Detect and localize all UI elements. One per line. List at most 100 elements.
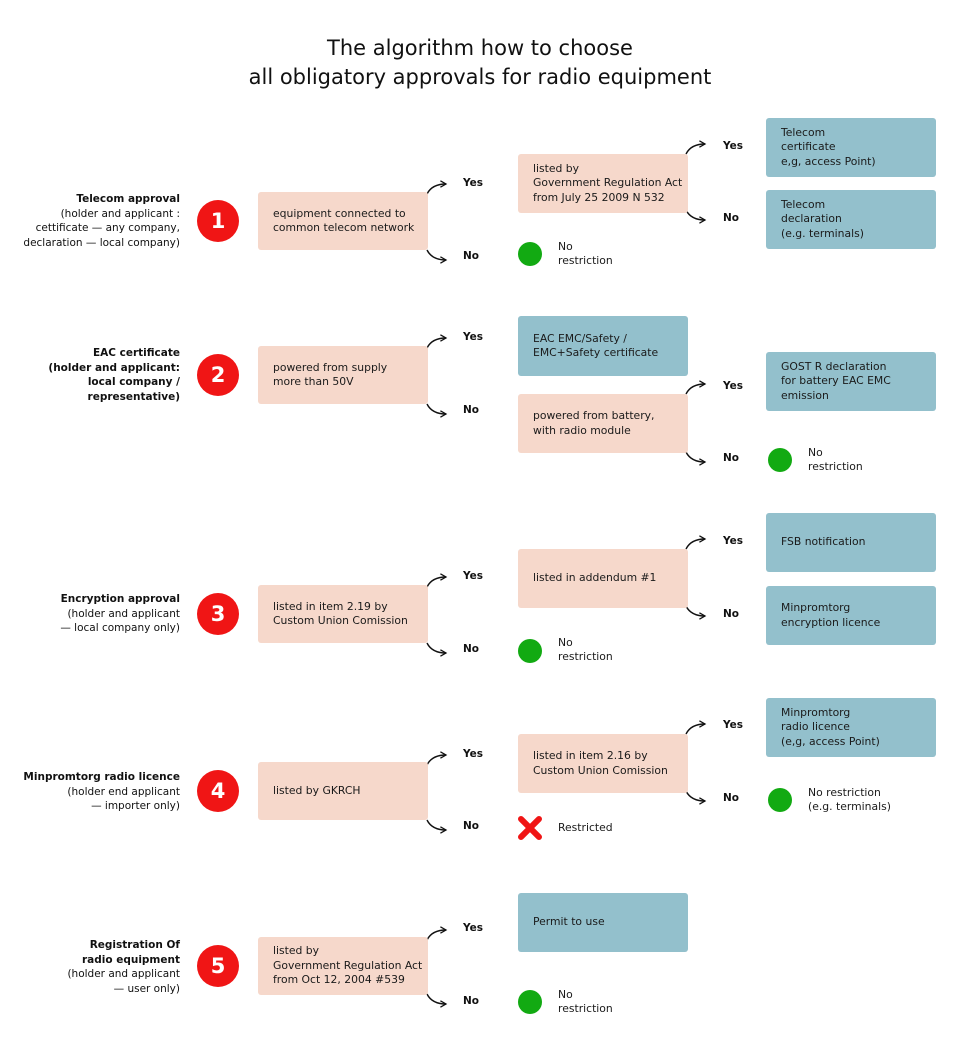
condition-text-line: equipment connected to (273, 206, 406, 220)
section-2-yes-label: Yes (463, 331, 484, 343)
condition-text-line: listed by (273, 944, 320, 958)
section-4-yes-label: Yes (463, 748, 484, 760)
section-2-gost-declaration-box: GOST R declaration for battery EAC EMC e… (766, 352, 936, 411)
section-2-no-label: No (463, 404, 480, 416)
arrow-s5-no (426, 993, 448, 1008)
section-4-yes-yes-label: Yes (723, 719, 744, 731)
condition-text-line: Custom Union Comission (533, 763, 668, 777)
condition-text-line: powered from battery, (533, 409, 655, 422)
arrow-s1-no (426, 249, 448, 264)
section-1-yes-condition-box: listed by Government Regulation Act from… (518, 154, 688, 213)
section-3-title: Encryption approval (60, 593, 180, 605)
arrow-s1-yes-yes (685, 140, 707, 155)
section-5-no-label: No (463, 995, 480, 1007)
no-restriction-dot (768, 788, 792, 812)
section-4-title: Minpromtorg radio licence (23, 771, 180, 783)
result-text-line: EAC EMC/Safety / (533, 331, 627, 345)
section-2-label: EAC certificate (holder and applicant: l… (2, 346, 180, 404)
section-4-no-restriction-text: No restriction (e.g. terminals) (808, 786, 891, 814)
section-2-subtitle-line: local company / (87, 376, 180, 388)
section-2-no-restriction-text: No restriction (808, 446, 863, 474)
result-text-line: e,g, access Point) (781, 154, 876, 168)
condition-text-line: powered from supply (273, 360, 388, 374)
diagram-title-line-1: The algorithm how to choose (327, 36, 633, 60)
arrow-s2-no-no (685, 451, 707, 466)
step-number-5: 5 (197, 945, 239, 987)
section-3-encryption-licence-box: Minpromtorg encryption licence (766, 586, 936, 645)
section-1-condition-box: equipment connected to common telecom ne… (258, 192, 428, 250)
section-3-yes-label: Yes (463, 570, 484, 582)
condition-text-line: listed in item 2.16 by (533, 749, 648, 762)
section-3-condition-box: listed in item 2.19 by Custom Union Comi… (258, 585, 428, 643)
step-number-2: 2 (197, 354, 239, 396)
arrow-s3-yes (426, 573, 448, 588)
section-5-subtitle-line: (holder and applicant (67, 968, 180, 980)
outcome-text-line: No (558, 988, 573, 1001)
section-4-no-label: No (463, 820, 480, 832)
diagram-title-line-2: all obligatory approvals for radio equip… (248, 65, 712, 89)
result-text-line: Minpromtorg (781, 705, 851, 719)
result-text-line: Telecom (781, 125, 826, 139)
arrow-s2-no-yes (685, 380, 707, 395)
section-3-label: Encryption approval (holder and applican… (2, 592, 180, 636)
section-2-condition-box: powered from supply more than 50V (258, 346, 428, 404)
step-number-3: 3 (197, 593, 239, 635)
result-text-line: EMC+Safety certificate (533, 346, 659, 359)
section-1-no-label: No (463, 250, 480, 262)
section-1-yes-no-label: No (723, 212, 740, 224)
result-text-line: Minpromtorg (781, 601, 851, 614)
section-4-radio-licence-box: Minpromtorg radio licence (e,g, access P… (766, 698, 936, 757)
result-text-line: GOST R declaration (781, 359, 887, 373)
section-4-yes-no-label: No (723, 792, 740, 804)
section-5-permit-to-use-box: Permit to use (518, 893, 688, 952)
arrow-s2-yes (426, 334, 448, 349)
condition-text-line: Government Regulation Act (533, 176, 683, 190)
condition-text-line: listed by GKRCH (273, 783, 361, 797)
condition-text-line: from July 25 2009 N 532 (533, 190, 665, 204)
section-3-yes-yes-label: Yes (723, 535, 744, 547)
outcome-text-line: No (558, 636, 573, 649)
section-3-subtitle-line: (holder and applicant (67, 607, 180, 620)
section-5-condition-box: listed by Government Regulation Act from… (258, 937, 428, 995)
arrow-s4-yes-yes (685, 720, 707, 735)
section-4-subtitle-line: (holder end applicant (67, 785, 180, 798)
section-3-no-label: No (463, 643, 480, 655)
arrow-s1-yes (426, 180, 448, 195)
result-text-line: for battery EAC EMC (781, 374, 891, 388)
arrow-s3-yes-yes (685, 535, 707, 550)
section-4-yes-condition-box: listed in item 2.16 by Custom Union Comi… (518, 734, 688, 793)
result-text-line: Permit to use (533, 915, 605, 929)
section-2-subtitle-line: (holder and applicant: (48, 361, 180, 374)
step-number-4: 4 (197, 770, 239, 812)
outcome-text-line: (e.g. terminals) (808, 800, 891, 813)
outcome-text-line: restriction (558, 254, 613, 267)
no-restriction-dot (518, 242, 542, 266)
section-3-fsb-notification-box: FSB notification (766, 513, 936, 572)
outcome-text-line: restriction (558, 1002, 613, 1015)
section-1-no-restriction-text: No restriction (558, 240, 613, 268)
condition-text-line: with radio module (533, 423, 631, 437)
result-text-line: encryption licence (781, 615, 881, 629)
outcome-text-line: restriction (808, 460, 863, 473)
section-1-subtitle-line: cettificate — any company, (35, 222, 180, 234)
section-5-title: Registration Of (89, 939, 180, 951)
section-4-condition-box: listed by GKRCH (258, 762, 428, 820)
outcome-text-line: No (808, 446, 823, 459)
no-restriction-dot (518, 639, 542, 663)
condition-text-line: Government Regulation Act (273, 958, 423, 972)
section-3-yes-condition-box: listed in addendum #1 (518, 549, 688, 608)
section-1-title: Telecom approval (76, 193, 180, 205)
section-5-no-restriction-text: No restriction (558, 988, 613, 1016)
arrow-s3-no (426, 642, 448, 657)
condition-text-line: Custom Union Comission (273, 614, 408, 627)
no-restriction-dot (518, 990, 542, 1014)
result-text-line: declaration (781, 212, 842, 226)
result-text-line: emission (781, 388, 829, 402)
result-text-line: FSB notification (781, 535, 866, 549)
section-2-title: EAC certificate (92, 347, 180, 359)
arrow-s1-yes-no (685, 209, 707, 224)
result-text-line: certificate (781, 140, 836, 154)
section-4-label: Minpromtorg radio licence (holder end ap… (2, 770, 180, 814)
section-4-subtitle-line: — importer only) (91, 800, 180, 812)
